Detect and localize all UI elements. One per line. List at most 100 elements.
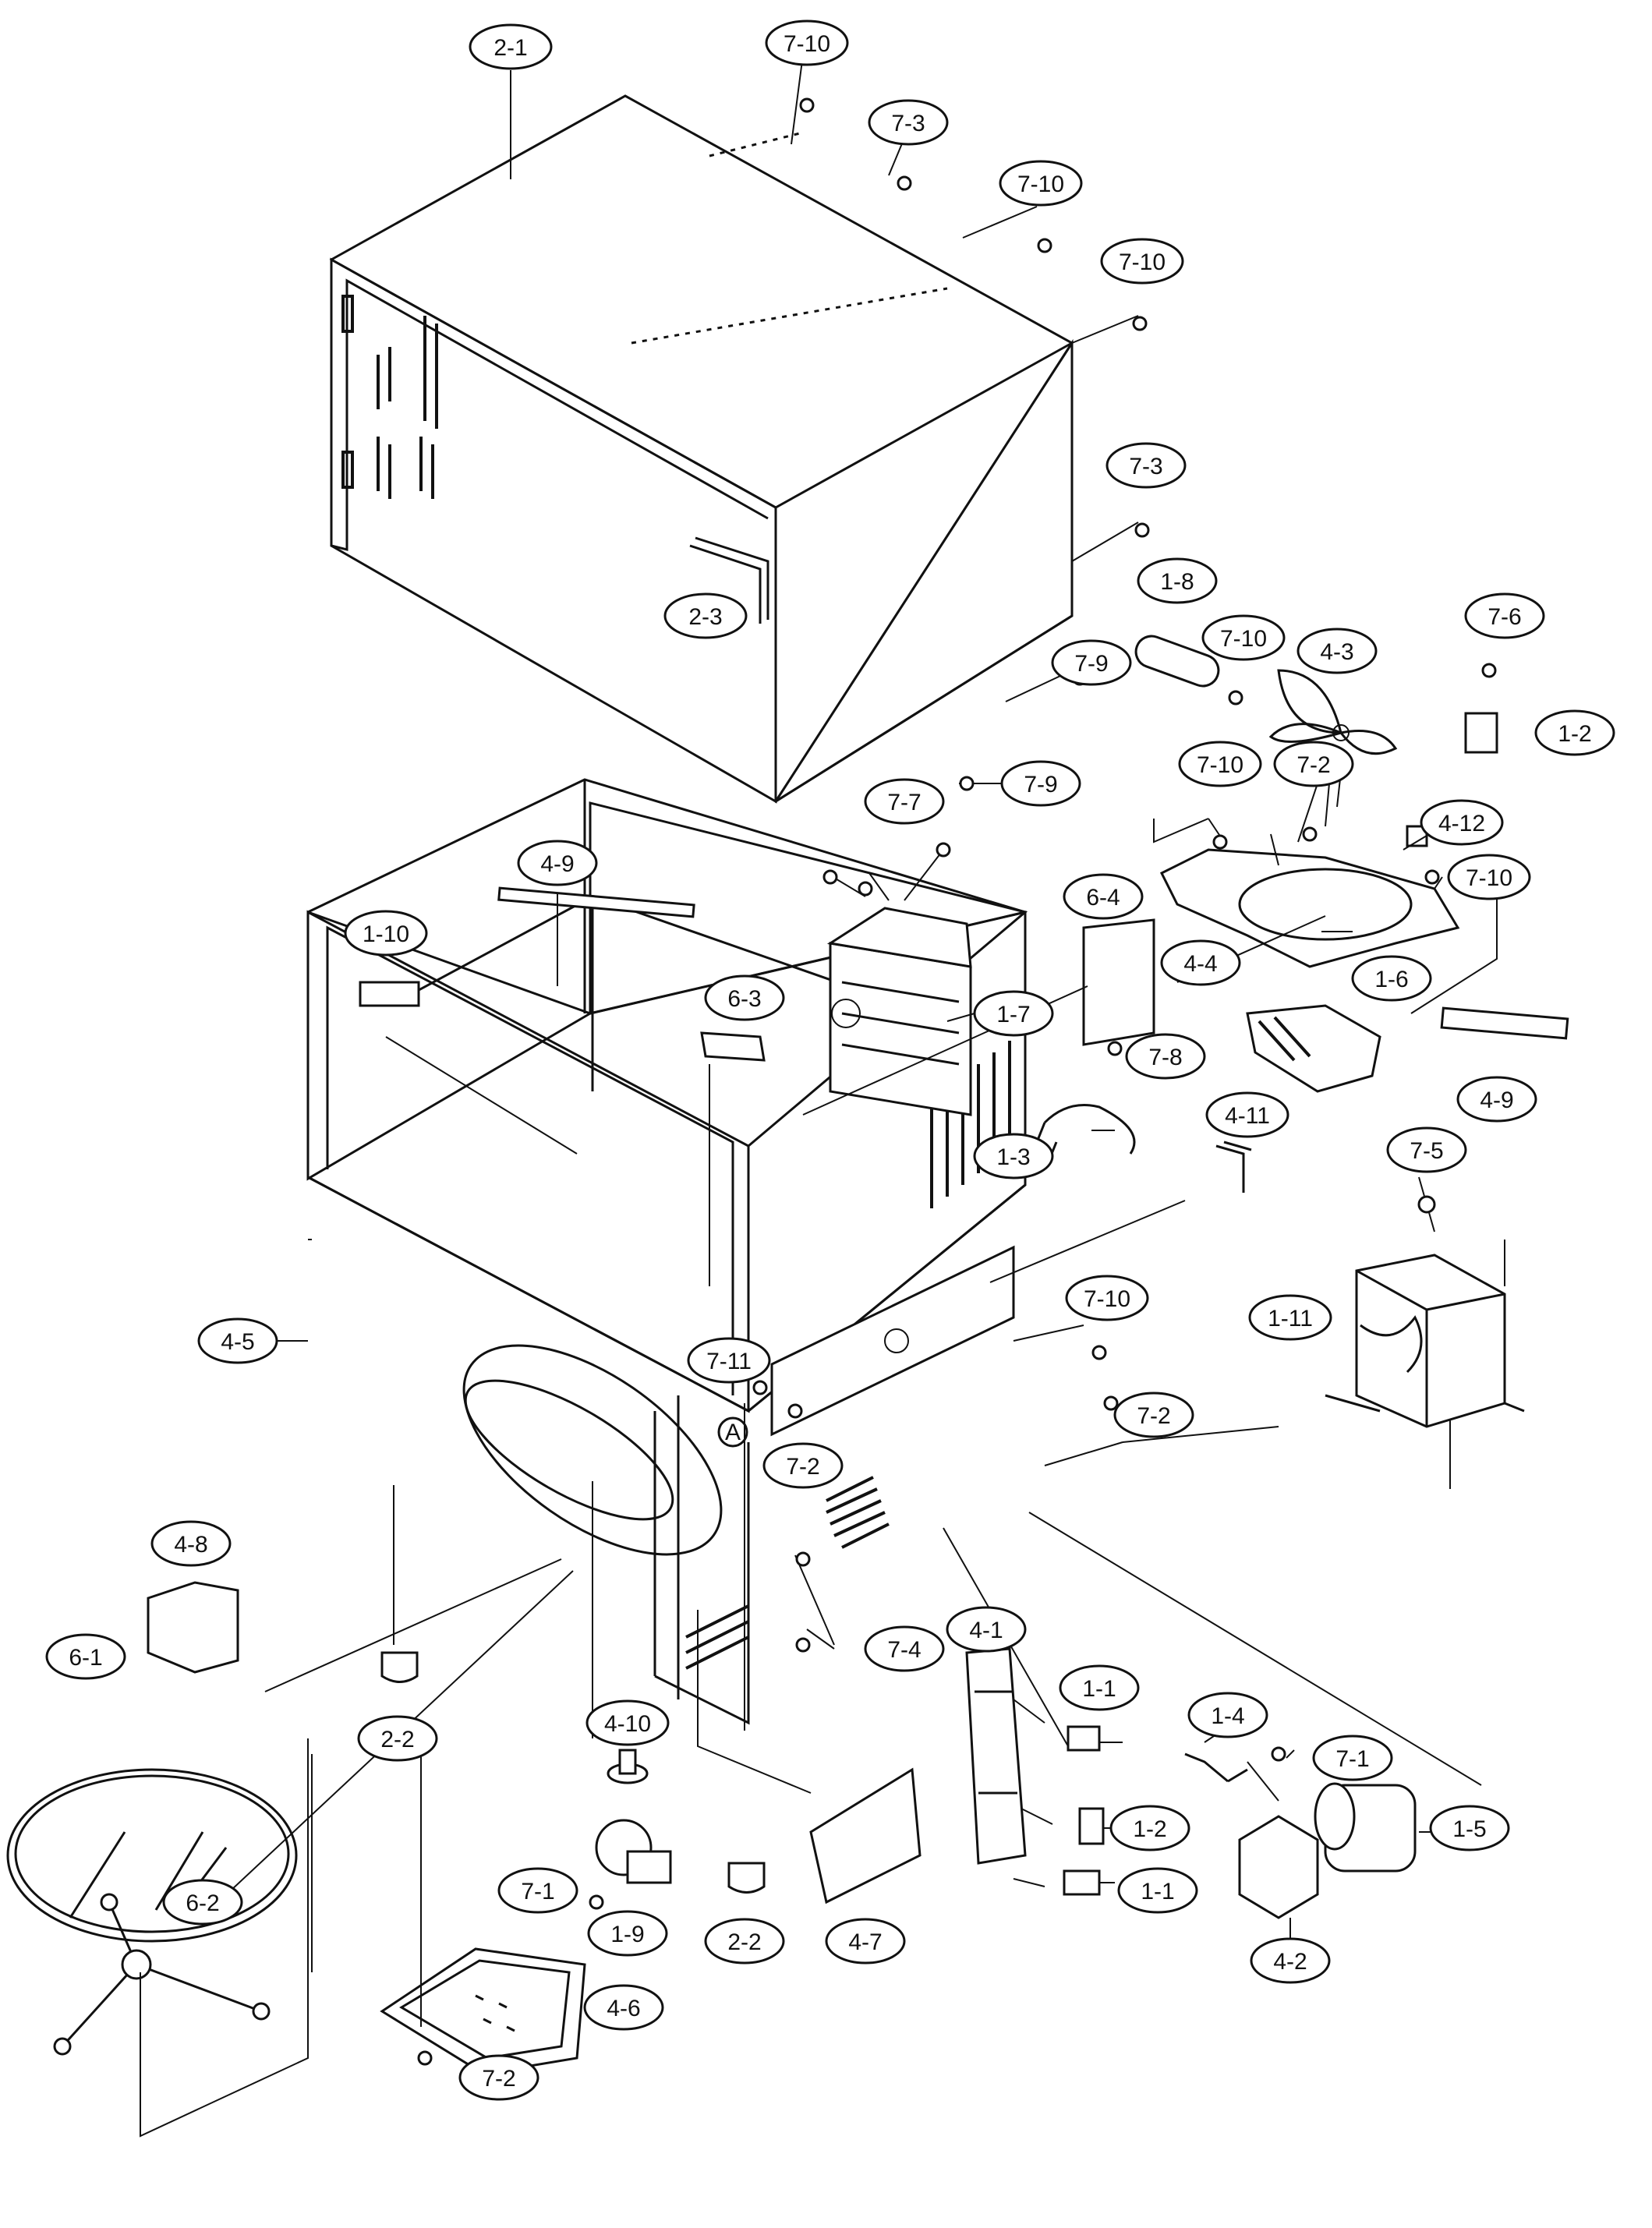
callout-6-4: 6-4 xyxy=(1063,873,1144,920)
callout-6-1: 6-1 xyxy=(45,1633,126,1680)
callout-7-8-label: 7-8 xyxy=(1148,1045,1182,1070)
callout-4-9-top-label: 4-9 xyxy=(540,851,574,877)
callout-7-9-lower: 7-9 xyxy=(1000,760,1081,807)
callout-1-6: 1-6 xyxy=(1351,955,1432,1002)
callout-2-1-label: 2-1 xyxy=(493,35,527,61)
callout-4-12: 4-12 xyxy=(1420,799,1504,846)
fan-blade-part xyxy=(1268,669,1398,755)
callout-7-1-right-label: 7-1 xyxy=(1335,1746,1369,1772)
callout-1-3: 1-3 xyxy=(973,1133,1054,1179)
callout-1-3-label: 1-3 xyxy=(996,1144,1030,1170)
callout-4-10: 4-10 xyxy=(585,1699,670,1746)
callout-7-5-label: 7-5 xyxy=(1410,1138,1443,1164)
callout-4-1: 4-1 xyxy=(946,1606,1027,1653)
waveguide-cover-part xyxy=(147,1581,239,1674)
callout-7-3-right-label: 7-3 xyxy=(1129,454,1162,479)
callout-7-10-upper-right-label: 7-10 xyxy=(1017,172,1064,197)
roller-ring-part xyxy=(53,1893,271,2056)
callout-1-1-upper-label: 1-1 xyxy=(1082,1676,1116,1702)
callout-1-6-label: 1-6 xyxy=(1374,967,1408,992)
callout-7-3-top-label: 7-3 xyxy=(891,111,925,136)
callout-4-4-label: 4-4 xyxy=(1183,951,1217,977)
callout-7-10-right: 7-10 xyxy=(1100,238,1184,285)
callout-7-6-label: 7-6 xyxy=(1488,604,1521,630)
drip-tray-part xyxy=(809,1767,922,1904)
callout-7-11-label: 7-11 xyxy=(706,1349,752,1374)
callout-1-4: 1-4 xyxy=(1187,1692,1268,1738)
callout-1-9: 1-9 xyxy=(587,1910,668,1957)
callout-1-5-label: 1-5 xyxy=(1452,1816,1486,1842)
callout-7-9-upper-label: 7-9 xyxy=(1074,651,1108,677)
interlock-switch-part-c xyxy=(1078,1807,1105,1845)
callout-1-2-middle: 1-2 xyxy=(1109,1805,1190,1851)
callout-7-4: 7-4 xyxy=(864,1625,945,1672)
door-switch-part xyxy=(359,981,420,1007)
callout-7-6: 7-6 xyxy=(1464,592,1545,639)
foot-part-a xyxy=(380,1651,419,1683)
callout-2-3-label: 2-3 xyxy=(688,604,722,630)
callout-4-9-top: 4-9 xyxy=(517,840,598,886)
callout-7-10-duct-label: 7-10 xyxy=(1197,752,1243,778)
callout-7-9-upper: 7-9 xyxy=(1051,639,1132,686)
foot-part-b xyxy=(727,1862,766,1894)
interlock-switch-part-b xyxy=(1063,1869,1101,1896)
callout-4-9-right: 4-9 xyxy=(1456,1076,1537,1123)
reference-mark-a: A xyxy=(717,1416,748,1448)
callout-4-8-label: 4-8 xyxy=(174,1532,207,1558)
callout-7-10-duct-right: 7-10 xyxy=(1447,854,1531,900)
callout-7-10-duct: 7-10 xyxy=(1178,741,1262,787)
callout-4-2-label: 4-2 xyxy=(1273,1949,1307,1975)
callout-1-1-upper: 1-1 xyxy=(1059,1664,1140,1711)
callout-1-2-top: 1-2 xyxy=(1534,709,1615,756)
reference-mark-label: A xyxy=(725,1420,741,1445)
callout-7-1-left-label: 7-1 xyxy=(521,1879,554,1904)
magnetron-part xyxy=(826,907,972,1116)
callout-7-7: 7-7 xyxy=(864,778,945,825)
interlock-switch-part-a xyxy=(1067,1725,1101,1752)
callout-1-10: 1-10 xyxy=(344,910,428,957)
shield-plate-part xyxy=(1082,918,1155,1046)
latch-head-part xyxy=(965,1647,1027,1865)
callout-4-1-label: 4-1 xyxy=(969,1618,1003,1643)
bottom-plate-part xyxy=(380,1947,586,2075)
callout-7-4-label: 7-4 xyxy=(887,1637,921,1663)
callout-7-11: 7-11 xyxy=(687,1337,771,1384)
callout-4-11-label: 4-11 xyxy=(1225,1103,1270,1129)
callout-2-2-left: 2-2 xyxy=(357,1715,438,1762)
callout-6-2: 6-2 xyxy=(162,1879,243,1926)
callout-6-3: 6-3 xyxy=(704,974,785,1021)
bracket-part xyxy=(1215,1141,1252,1193)
callout-7-8: 7-8 xyxy=(1125,1033,1206,1080)
callout-4-11: 4-11 xyxy=(1205,1091,1289,1138)
callout-7-2-cavity-right-label: 7-2 xyxy=(1137,1403,1170,1429)
callout-1-7: 1-7 xyxy=(973,990,1054,1037)
callout-7-1-left: 7-1 xyxy=(497,1867,578,1914)
callout-7-10-upper-right: 7-10 xyxy=(999,160,1083,207)
thermal-fuse-part xyxy=(1134,635,1220,688)
callout-6-1-label: 6-1 xyxy=(69,1645,102,1671)
callout-4-5-label: 4-5 xyxy=(221,1329,254,1355)
callout-7-10-cavity: 7-10 xyxy=(1065,1275,1149,1321)
callout-7-1-right: 7-1 xyxy=(1312,1735,1393,1781)
callout-4-12-label: 4-12 xyxy=(1438,811,1485,836)
callout-7-2-cavity-front-label: 7-2 xyxy=(786,1454,819,1480)
callout-7-10-fuse: 7-10 xyxy=(1201,614,1286,661)
callout-1-4-label: 1-4 xyxy=(1211,1703,1244,1729)
callout-4-9-right-label: 4-9 xyxy=(1480,1087,1513,1113)
callout-4-7-label: 4-7 xyxy=(848,1929,882,1955)
top-switch-part xyxy=(1464,712,1498,754)
high-voltage-transformer-part xyxy=(1325,1254,1525,1428)
coupler-part xyxy=(607,1749,649,1784)
callout-4-6-label: 4-6 xyxy=(607,1996,640,2021)
seal-strip-part-top xyxy=(497,886,695,918)
callout-1-2-middle-label: 1-2 xyxy=(1133,1816,1166,1842)
callout-7-2-fan: 7-2 xyxy=(1273,741,1354,787)
callout-7-2-bottom-label: 7-2 xyxy=(482,2066,515,2092)
clip-part xyxy=(1406,825,1428,847)
callout-4-10-label: 4-10 xyxy=(604,1711,651,1737)
callout-1-8-label: 1-8 xyxy=(1160,569,1194,595)
callout-7-10-top: 7-10 xyxy=(765,19,849,66)
callout-2-3: 2-3 xyxy=(663,592,748,639)
callout-7-2-fan-label: 7-2 xyxy=(1296,752,1330,778)
